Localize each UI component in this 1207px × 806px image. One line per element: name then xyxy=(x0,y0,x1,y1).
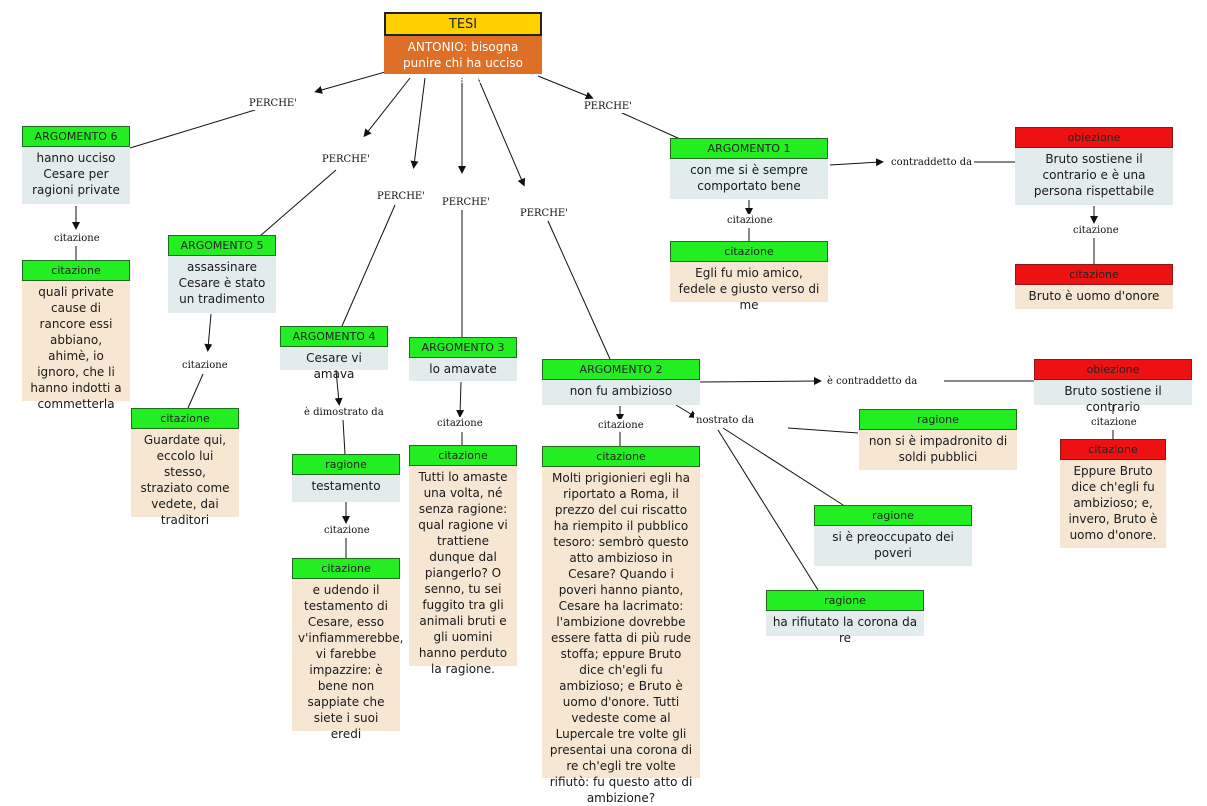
ragione-poveri-node[interactable]: ragione si è preoccupato dei poveri xyxy=(814,505,972,566)
link-label-perche: PERCHE' xyxy=(375,190,427,203)
obiezione-1-node[interactable]: obiezione Bruto sostiene il contrario e … xyxy=(1015,127,1173,205)
citazione-2-node[interactable]: citazione Molti prigionieri egli ha ripo… xyxy=(542,446,700,805)
link-label-citazione: citazione xyxy=(322,524,372,537)
argomento-2-header: ARGOMENTO 2 xyxy=(542,359,700,380)
argomento-4-node[interactable]: ARGOMENTO 4 Cesare vi amava xyxy=(280,326,388,381)
ragione-poveri-text: si è preoccupato dei poveri xyxy=(814,526,972,566)
citazione-1-header: citazione xyxy=(670,241,828,262)
argomento-6-node[interactable]: ARGOMENTO 6 hanno ucciso Cesare per ragi… xyxy=(22,126,130,204)
link-label-e-contraddetto: è contraddetto da xyxy=(825,375,920,388)
citazione-6-text: quali private cause di rancore essi abbi… xyxy=(22,281,130,411)
ragione-corona-text: ha rifiutato la corona da re xyxy=(766,611,924,645)
citazione-1-text: Egli fu mio amico, fedele e giusto verso… xyxy=(670,262,828,312)
argomento-1-header: ARGOMENTO 1 xyxy=(670,138,828,159)
argomento-1-node[interactable]: ARGOMENTO 1 con me si è sempre comportat… xyxy=(670,138,828,199)
citazione-2-text: Molti prigionieri egli ha riportato a Ro… xyxy=(542,467,700,805)
link-label-citazione: citazione xyxy=(725,214,775,227)
argomento-5-node[interactable]: ARGOMENTO 5 assassinare Cesare è stato u… xyxy=(168,235,276,313)
citazione-3-node[interactable]: citazione Tutti lo amaste una volta, né … xyxy=(409,445,517,676)
link-label-citazione: citazione xyxy=(435,417,485,430)
obiezione-2-citazione-node[interactable]: citazione Eppure Bruto dice ch'egli fu a… xyxy=(1060,439,1166,548)
argomento-2-text: non fu ambizioso xyxy=(542,380,700,405)
tesi-header: TESI xyxy=(384,12,542,36)
obiezione-2-text: Bruto sostiene il contrario xyxy=(1034,380,1192,414)
link-label-perche: PERCHE' xyxy=(247,97,299,110)
citazione-5-text: Guardate qui, eccolo lui stesso, strazia… xyxy=(131,429,239,527)
link-label-nostrato: nostrato da xyxy=(694,414,756,427)
ragione-soldi-header: ragione xyxy=(859,409,1017,430)
argomento-4-text: Cesare vi amava xyxy=(280,347,388,381)
obiezione-1-header: obiezione xyxy=(1015,127,1173,148)
citazione-3-text: Tutti lo amaste una volta, né senza ragi… xyxy=(409,466,517,676)
tesi-text: ANTONIO: bisogna punire chi ha ucciso Ce… xyxy=(384,36,542,86)
citazione-4-text: e udendo il testamento di Cesare, esso v… xyxy=(292,579,404,741)
link-label-perche: PERCHE' xyxy=(582,100,634,113)
link-label-citazione: citazione xyxy=(1071,224,1121,237)
obiezione-1-citazione-text: Bruto è uomo d'onore xyxy=(1015,285,1173,309)
obiezione-2-node[interactable]: obiezione Bruto sostiene il contrario xyxy=(1034,359,1192,414)
citazione-5-node[interactable]: citazione Guardate qui, eccolo lui stess… xyxy=(131,408,239,527)
argomento-4-header: ARGOMENTO 4 xyxy=(280,326,388,347)
obiezione-1-citazione-header: citazione xyxy=(1015,264,1173,285)
link-label-citazione: citazione xyxy=(180,359,230,372)
ragione-testamento-text: testamento xyxy=(292,475,400,502)
link-label-perche: PERCHE' xyxy=(440,196,492,209)
ragione-corona-header: ragione xyxy=(766,590,924,611)
link-label-perche: PERCHE' xyxy=(320,153,372,166)
link-label-citazione: citazione xyxy=(1089,416,1139,429)
argomento-2-node[interactable]: ARGOMENTO 2 non fu ambizioso xyxy=(542,359,700,405)
link-label-citazione: citazione xyxy=(52,232,102,245)
ragione-poveri-header: ragione xyxy=(814,505,972,526)
ragione-corona-node[interactable]: ragione ha rifiutato la corona da re xyxy=(766,590,924,645)
ragione-testamento-node[interactable]: ragione testamento xyxy=(292,454,400,502)
argomento-6-text: hanno ucciso Cesare per ragioni private xyxy=(22,147,130,204)
obiezione-2-citazione-header: citazione xyxy=(1060,439,1166,460)
citazione-1-node[interactable]: citazione Egli fu mio amico, fedele e gi… xyxy=(670,241,828,312)
citazione-3-header: citazione xyxy=(409,445,517,466)
obiezione-2-citazione-text: Eppure Bruto dice ch'egli fu ambizioso; … xyxy=(1060,460,1166,548)
argomento-6-header: ARGOMENTO 6 xyxy=(22,126,130,147)
argomento-1-text: con me si è sempre comportato bene xyxy=(670,159,828,199)
citazione-5-header: citazione xyxy=(131,408,239,429)
link-label-citazione: citazione xyxy=(596,419,646,432)
ragione-soldi-text: non si è impadronito di soldi pubblici xyxy=(859,430,1017,470)
ragione-testamento-header: ragione xyxy=(292,454,400,475)
link-label-perche: PERCHE' xyxy=(518,207,570,220)
link-label-dimostrato: è dimostrato da xyxy=(302,406,386,419)
obiezione-1-citazione-node[interactable]: citazione Bruto è uomo d'onore xyxy=(1015,264,1173,309)
citazione-6-header: citazione xyxy=(22,260,130,281)
argomento-5-text: assassinare Cesare è stato un tradimento xyxy=(168,256,276,313)
tesi-node[interactable]: TESI ANTONIO: bisogna punire chi ha ucci… xyxy=(384,12,542,86)
argomento-5-header: ARGOMENTO 5 xyxy=(168,235,276,256)
citazione-2-header: citazione xyxy=(542,446,700,467)
citazione-4-node[interactable]: citazione e udendo il testamento di Cesa… xyxy=(292,558,404,741)
link-label-contraddetto: contraddetto da xyxy=(889,156,975,169)
citazione-6-node[interactable]: citazione quali private cause di rancore… xyxy=(22,260,130,411)
argomento-3-header: ARGOMENTO 3 xyxy=(409,337,517,358)
citazione-4-header: citazione xyxy=(292,558,400,579)
argomento-3-node[interactable]: ARGOMENTO 3 lo amavate xyxy=(409,337,517,381)
ragione-soldi-node[interactable]: ragione non si è impadronito di soldi pu… xyxy=(859,409,1017,470)
obiezione-1-text: Bruto sostiene il contrario e è una pers… xyxy=(1015,148,1173,205)
argomento-3-text: lo amavate xyxy=(409,358,517,381)
obiezione-2-header: obiezione xyxy=(1034,359,1192,380)
